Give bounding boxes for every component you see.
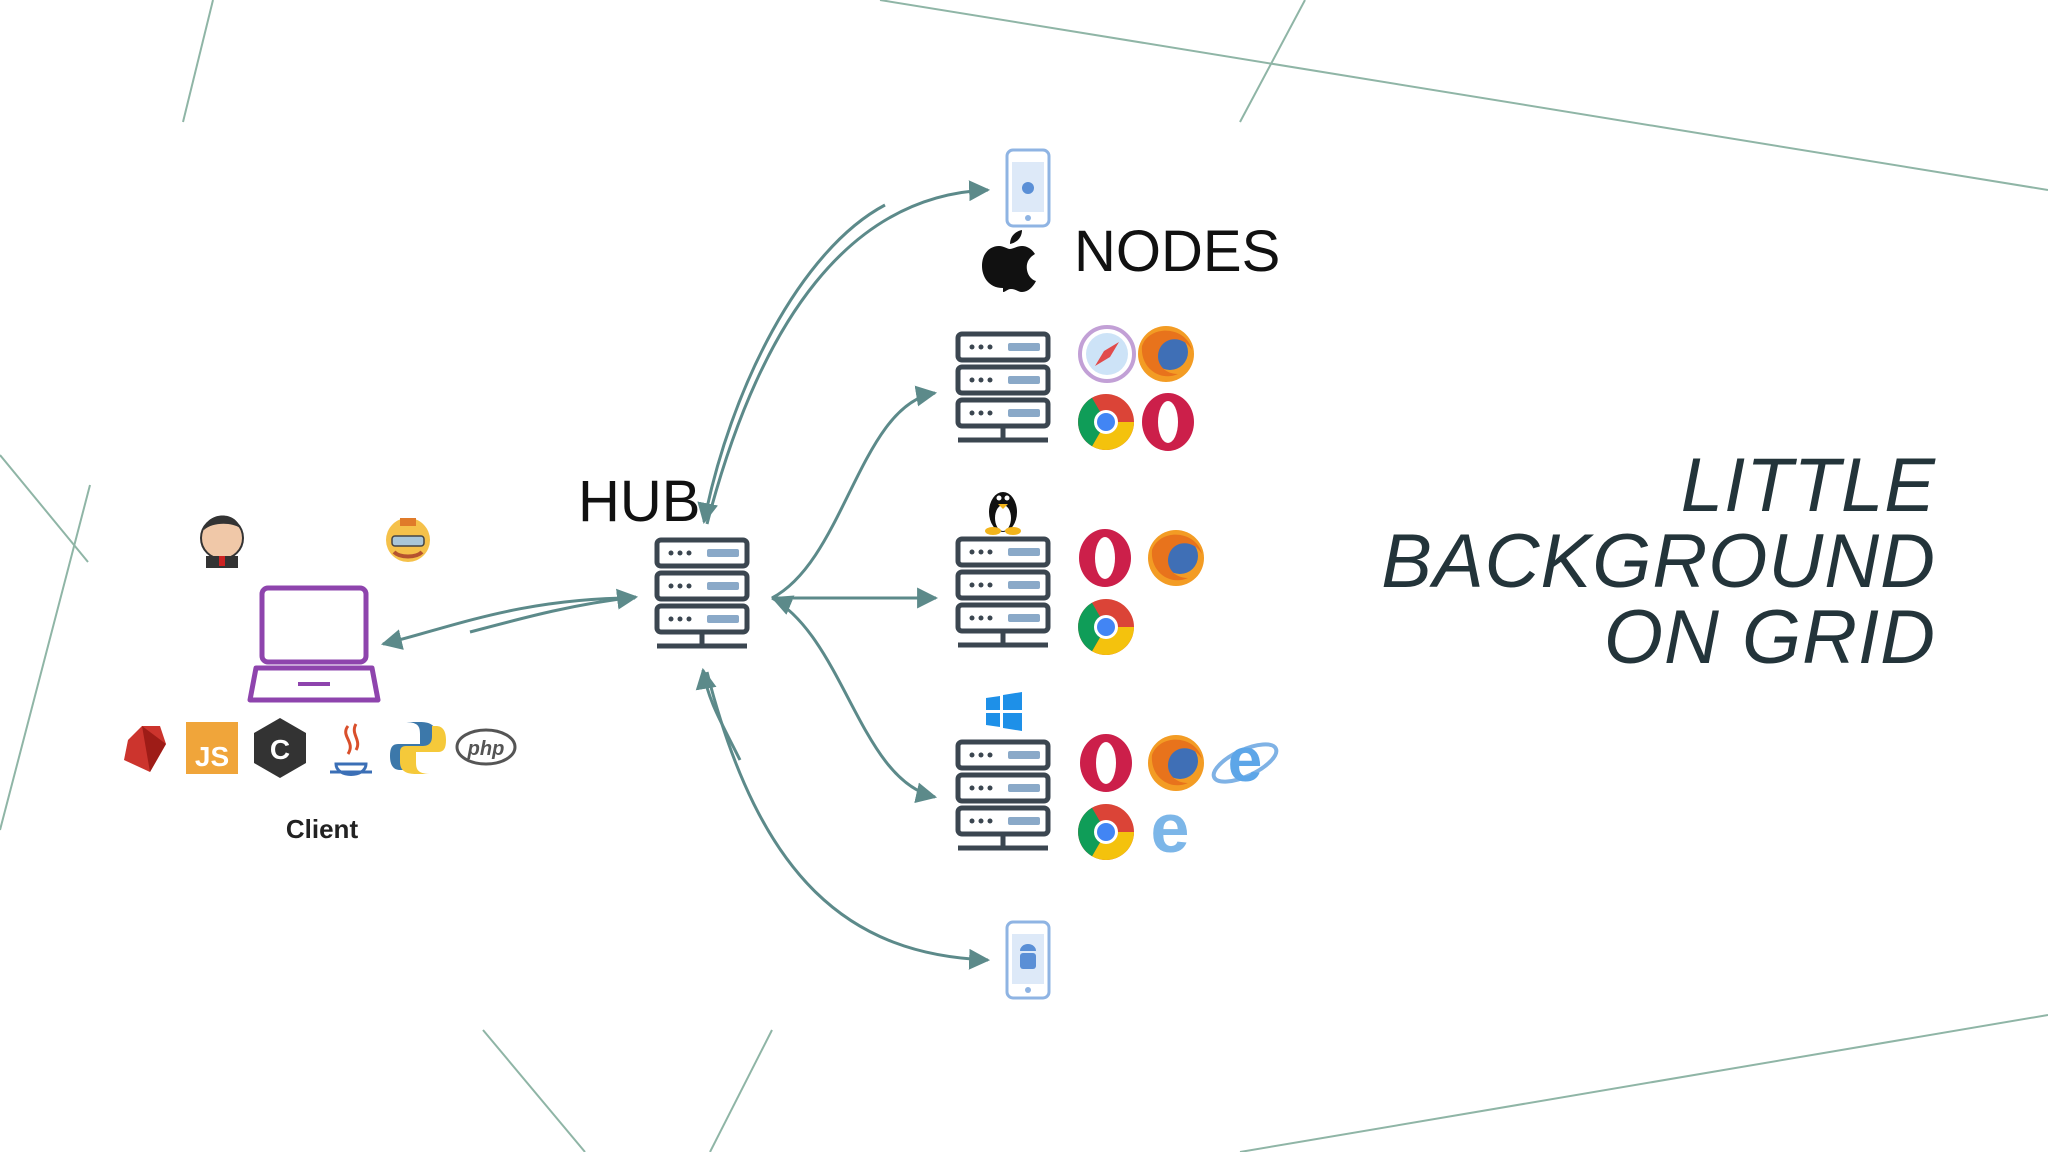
firefox-icon: [1138, 326, 1194, 382]
opera-icon: [1142, 393, 1194, 451]
windows-icon: [986, 692, 1022, 731]
connection-arrows: [380, 180, 991, 970]
nodes-label: NODES: [1074, 219, 1281, 284]
laptop-icon: [247, 585, 381, 703]
title-line-1: LITTLE: [1680, 443, 1936, 528]
java-icon: [330, 723, 372, 776]
firefox-icon: [1148, 735, 1204, 791]
hub-to-android-arrow: [705, 671, 991, 970]
linux-icon: [985, 492, 1021, 535]
ruby-icon: [124, 726, 166, 772]
hub-to-windows-node-arrow: [771, 596, 938, 804]
svg-text:C: C: [270, 734, 290, 765]
hub-to-ios-arrow: [705, 180, 991, 525]
chrome-icon: [1078, 599, 1134, 655]
opera-icon: [1079, 529, 1131, 587]
linux-node-server-icon: [958, 539, 1048, 645]
title-line-2: BACKGROUND: [1381, 519, 1936, 604]
php-icon: php: [455, 728, 517, 766]
apple-icon: [982, 230, 1036, 292]
ie-icon: [1206, 724, 1284, 797]
android-phone-icon: [1005, 920, 1051, 1000]
svg-text:php: php: [467, 738, 505, 760]
firefox-icon: [1148, 530, 1204, 586]
client-to-hub-arrow: [469, 588, 639, 634]
svg-text:JS: JS: [195, 741, 229, 772]
testing-bot-icon: [386, 518, 430, 562]
safari-icon: [1078, 325, 1136, 383]
hub-to-mac-node-arrow: [771, 385, 938, 600]
slide-title: LITTLE BACKGROUND ON GRID: [1216, 448, 1936, 676]
client-label: Client: [285, 814, 359, 844]
chrome-icon: [1078, 394, 1134, 450]
hub-to-client-arrow: [380, 596, 636, 650]
hub-server-icon: [657, 540, 747, 646]
jenkins-icon: [200, 515, 244, 568]
chrome-icon: [1078, 804, 1134, 860]
hub-label: HUB: [578, 469, 701, 534]
edge-icon: [1150, 789, 1190, 867]
iphone-icon: [1005, 148, 1051, 228]
python-icon: [390, 722, 446, 774]
title-line-3: ON GRID: [1603, 595, 1936, 680]
ios-to-hub-arrow: [697, 203, 886, 525]
opera-icon: [1080, 734, 1132, 792]
javascript-icon: JS: [186, 722, 238, 774]
windows-node-server-icon: [958, 742, 1048, 848]
csharp-icon: C: [254, 718, 306, 778]
mac-node-server-icon: [958, 334, 1048, 440]
